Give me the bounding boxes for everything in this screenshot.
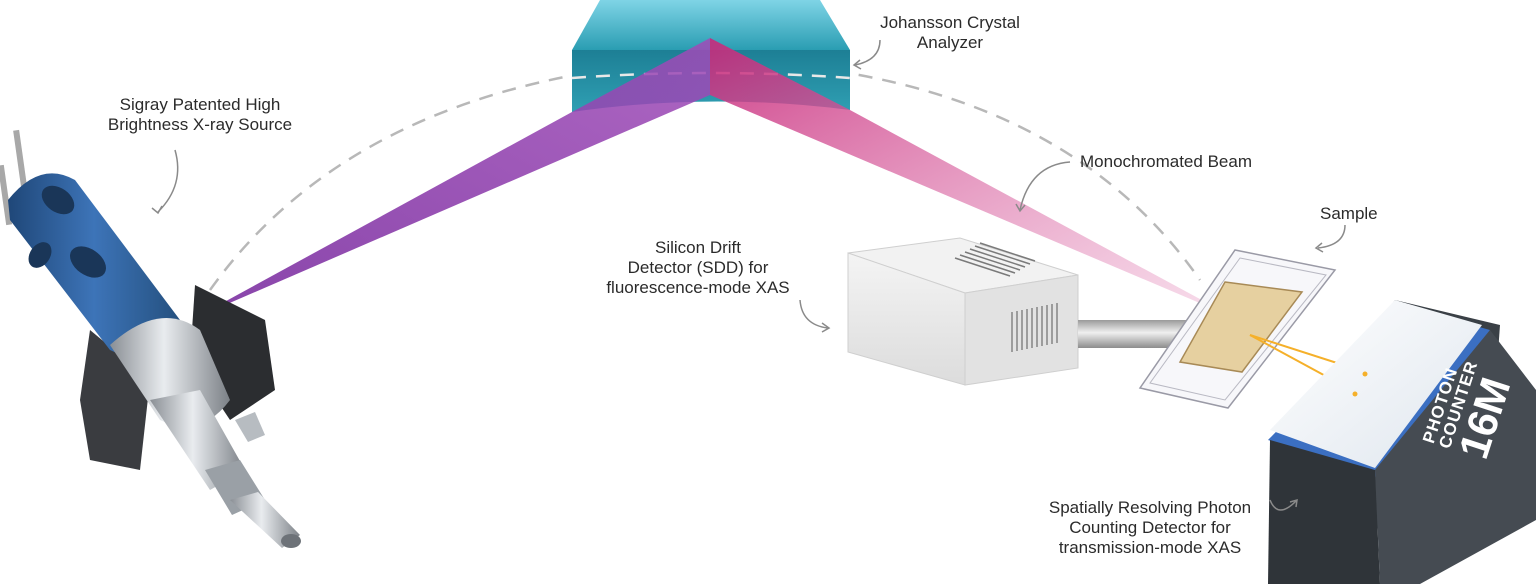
- x-ray-source: [0, 129, 301, 548]
- label-photon-counting-detector: Spatially Resolving Photon Counting Dete…: [1030, 498, 1270, 558]
- label-monochromated-beam: Monochromated Beam: [1080, 152, 1252, 172]
- label-line: transmission-mode XAS: [1058, 538, 1242, 557]
- callout-arrows: [151, 39, 1346, 511]
- label-crystal-analyzer: Johansson Crystal Analyzer: [875, 13, 1025, 53]
- label-line: Johansson Crystal: [880, 13, 1020, 32]
- label-line: Brightness X-ray Source: [107, 115, 293, 134]
- label-line: Monochromated Beam: [1080, 152, 1252, 171]
- label-sample: Sample: [1320, 204, 1378, 224]
- sample: [1178, 281, 1304, 373]
- label-line: Silicon Drift: [655, 238, 741, 257]
- label-line: Sigray Patented High: [119, 95, 281, 114]
- label-line: Analyzer: [916, 33, 984, 52]
- photon-counting-detector: [1268, 300, 1536, 584]
- label-line: fluorescence-mode XAS: [606, 278, 790, 297]
- sample-holder: [1138, 249, 1366, 409]
- silicon-drift-detector: [847, 237, 1250, 386]
- monochromated-beam: [710, 38, 1235, 318]
- label-sdd: Silicon Drift Detector (SDD) for fluores…: [598, 238, 798, 298]
- label-line: Spatially Resolving Photon: [1048, 498, 1252, 517]
- label-x-ray-source: Sigray Patented High Brightness X-ray So…: [100, 95, 300, 135]
- incident-beam: [195, 38, 710, 318]
- label-line: Sample: [1320, 204, 1378, 223]
- label-line: Detector (SDD) for: [627, 258, 769, 277]
- label-line: Counting Detector for: [1069, 518, 1231, 537]
